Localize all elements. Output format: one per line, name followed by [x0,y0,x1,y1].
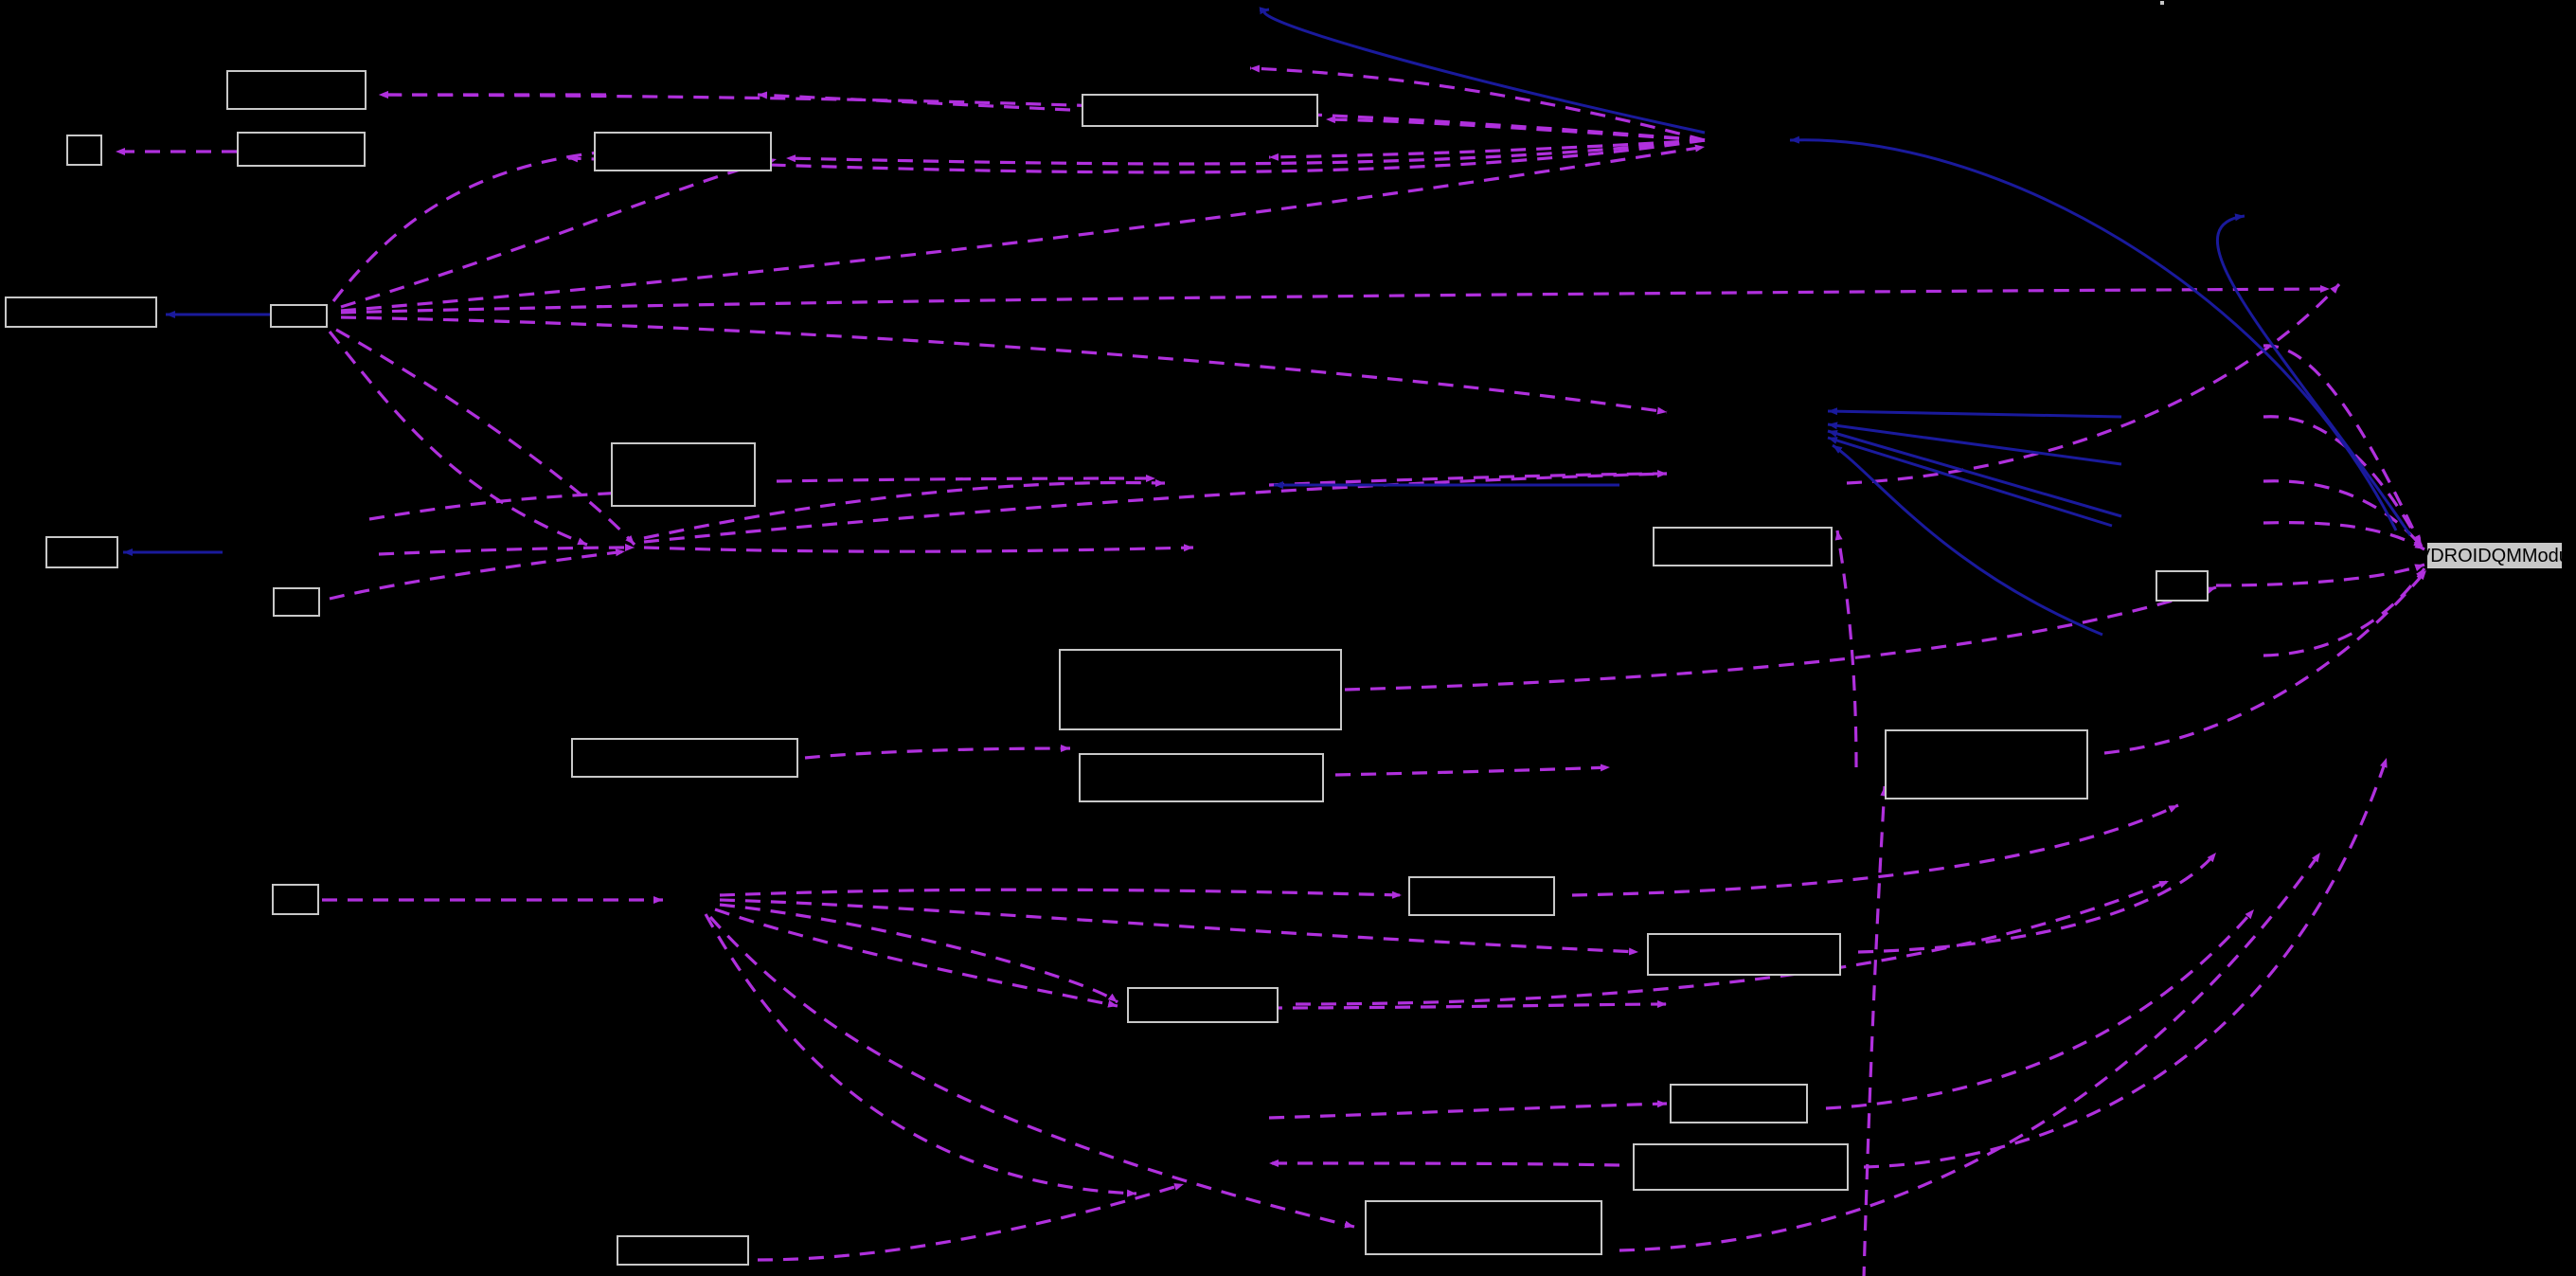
dashed-edge-group [116,64,2428,1276]
edge [2103,568,2428,755]
edge [1295,879,2170,1006]
edge [1857,851,2218,954]
edge [368,489,626,521]
edge [1825,908,2256,1110]
edge [567,138,1706,174]
edge [757,91,1071,112]
edge [1571,803,2179,897]
edge [643,470,1668,544]
edge [2263,521,2425,551]
edge [1832,443,2103,637]
edge [785,138,1706,166]
edge [714,908,1118,1008]
graph-node[interactable] [1082,94,1318,127]
graph-node[interactable] [2160,1,2164,5]
edge [1863,757,2388,1169]
edge [1334,764,1611,777]
graph-node[interactable] [1647,933,1841,976]
edge [1619,852,2322,1252]
edge [378,544,635,556]
graph-node[interactable] [617,1235,749,1266]
edge [2215,213,2412,536]
graph-node[interactable] [237,132,366,167]
graph-node[interactable] [66,135,102,166]
edge [328,331,588,547]
edge [757,1182,1185,1262]
edge [340,144,1706,313]
edge [1344,585,2217,692]
graph-node[interactable] [272,884,319,915]
graph-node[interactable] [1127,987,1279,1023]
edge [2263,344,2423,546]
edge [719,903,1118,1004]
graph-node[interactable] [2156,570,2209,602]
graph-node[interactable] [1079,753,1324,802]
edge [1827,436,2113,528]
edge [719,888,1403,899]
graph-node[interactable] [1059,649,1342,730]
edge [776,475,1156,483]
graph-node[interactable] [5,297,157,328]
graph-node[interactable] [611,442,756,507]
edge [1789,135,2398,531]
edge [1827,429,2122,518]
graph-node[interactable] [1670,1084,1808,1123]
graph-node[interactable] [1653,527,1833,566]
graph-node[interactable] [1365,1200,1602,1255]
graph-node[interactable] [1885,729,2088,800]
graph-node[interactable] [571,738,798,778]
edge [340,285,2331,315]
graph-node[interactable] [594,132,772,171]
edge [340,315,1668,415]
edge [329,548,626,601]
edge [643,478,1166,540]
edge [708,915,1355,1229]
edge [1259,7,1706,135]
edge [1268,1159,1620,1168]
edge [2215,563,2425,587]
edge [1834,530,1858,768]
edge [643,544,1194,553]
graph-node[interactable] [270,304,328,328]
edge [1827,422,2122,466]
edge [1862,785,1888,1276]
edge [1827,407,2122,419]
edge [2263,415,2424,548]
edge [1325,116,1706,142]
edge [340,157,778,309]
edge [1268,138,1706,161]
edge [719,898,1639,956]
edge [704,913,1137,1197]
graph-node[interactable] [273,587,320,617]
edge [378,91,1706,142]
edge [2263,567,2426,657]
edge [335,328,636,547]
edge [1846,282,2341,485]
graph-node[interactable] [226,70,367,110]
edge [1268,470,1668,487]
edge [1249,64,1706,142]
focus-node-svdroidqmmodule[interactable]: SVDROIDQMModule [2406,543,2576,568]
edge [1266,1000,1668,1010]
edge [1268,1100,1668,1120]
edge [331,149,607,302]
graph-node[interactable] [45,536,118,568]
solid-edge-group [123,7,2412,637]
graph-node[interactable] [1408,876,1555,916]
edge [804,745,1071,760]
graph-node[interactable] [1633,1143,1849,1191]
